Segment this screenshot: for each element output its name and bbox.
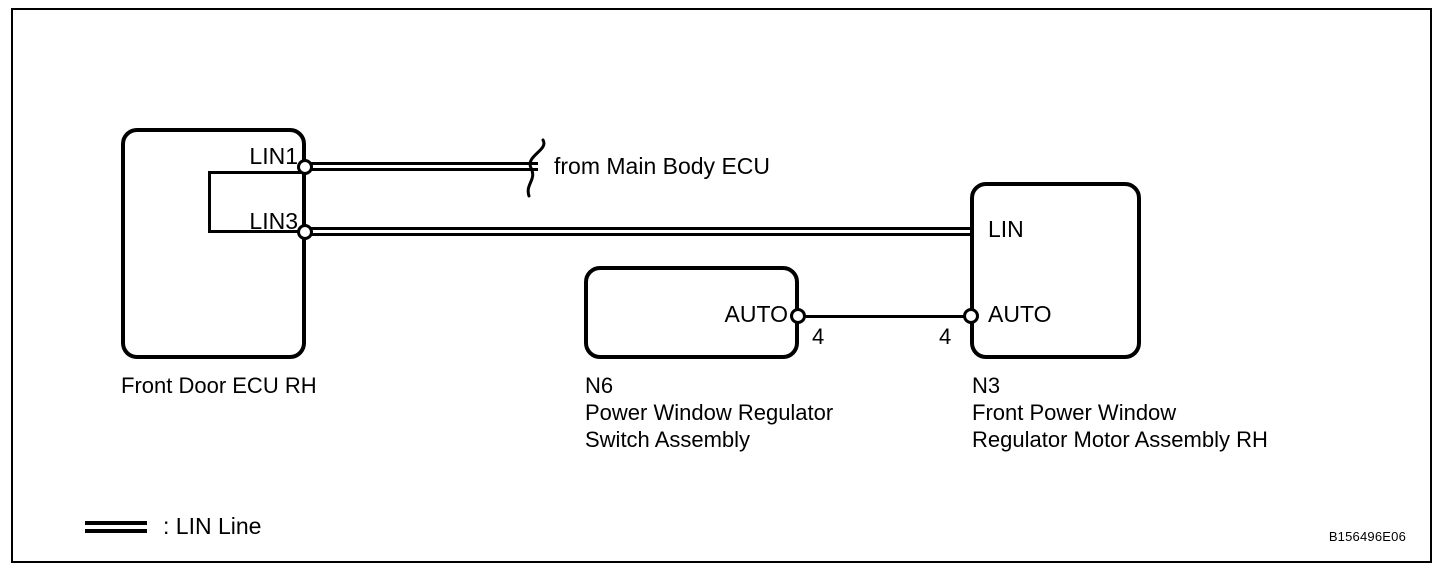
terminal-dot-lin3 [297, 224, 313, 240]
caption-line: Regulator Motor Assembly RH [972, 427, 1268, 452]
caption-pw-motor: N3 Front Power Window Regulator Motor As… [972, 372, 1268, 453]
component-box-front-door-ecu [121, 128, 306, 359]
caption-front-door-ecu: Front Door ECU RH [121, 372, 317, 399]
component-box-pw-motor [970, 182, 1141, 359]
wire-break-icon [526, 138, 546, 198]
caption-pw-switch: N6 Power Window Regulator Switch Assembl… [585, 372, 833, 453]
lin-line-to-main-body-ecu [305, 162, 538, 171]
wire-gauge-n3: 4 [939, 324, 952, 349]
terminal-label-n3-auto: AUTO [988, 301, 1052, 327]
component-box-pw-switch [584, 266, 799, 359]
internal-connection-rectangle [208, 171, 307, 233]
terminal-dot-n6-auto [790, 308, 806, 324]
diagram-frame: LIN1 LIN3 from Main Body ECU AUTO LIN AU… [11, 8, 1432, 563]
auto-signal-line [797, 315, 972, 318]
terminal-label-lin3: LIN3 [249, 208, 298, 234]
caption-line: Switch Assembly [585, 427, 751, 452]
wire-gauge-n6: 4 [812, 324, 825, 349]
terminal-dot-n3-auto [963, 308, 979, 324]
lin-line-to-pw-motor [305, 227, 972, 236]
caption-line: Front Door ECU RH [121, 373, 317, 398]
figure-reference-code: B156496E06 [1328, 529, 1406, 544]
terminal-dot-lin1 [297, 159, 313, 175]
legend-label: : LIN Line [163, 513, 262, 539]
lin-line-swatch-icon [85, 520, 147, 533]
caption-line: Power Window Regulator [585, 400, 834, 425]
legend: : LIN Line [85, 513, 261, 540]
caption-code: N3 [972, 373, 1001, 398]
terminal-label-n6-auto: AUTO [724, 301, 788, 327]
from-main-body-ecu-label: from Main Body ECU [554, 153, 771, 179]
terminal-label-lin1: LIN1 [249, 143, 298, 169]
caption-line: Front Power Window [972, 400, 1177, 425]
terminal-label-n3-lin: LIN [988, 216, 1024, 242]
caption-code: N6 [585, 373, 614, 398]
